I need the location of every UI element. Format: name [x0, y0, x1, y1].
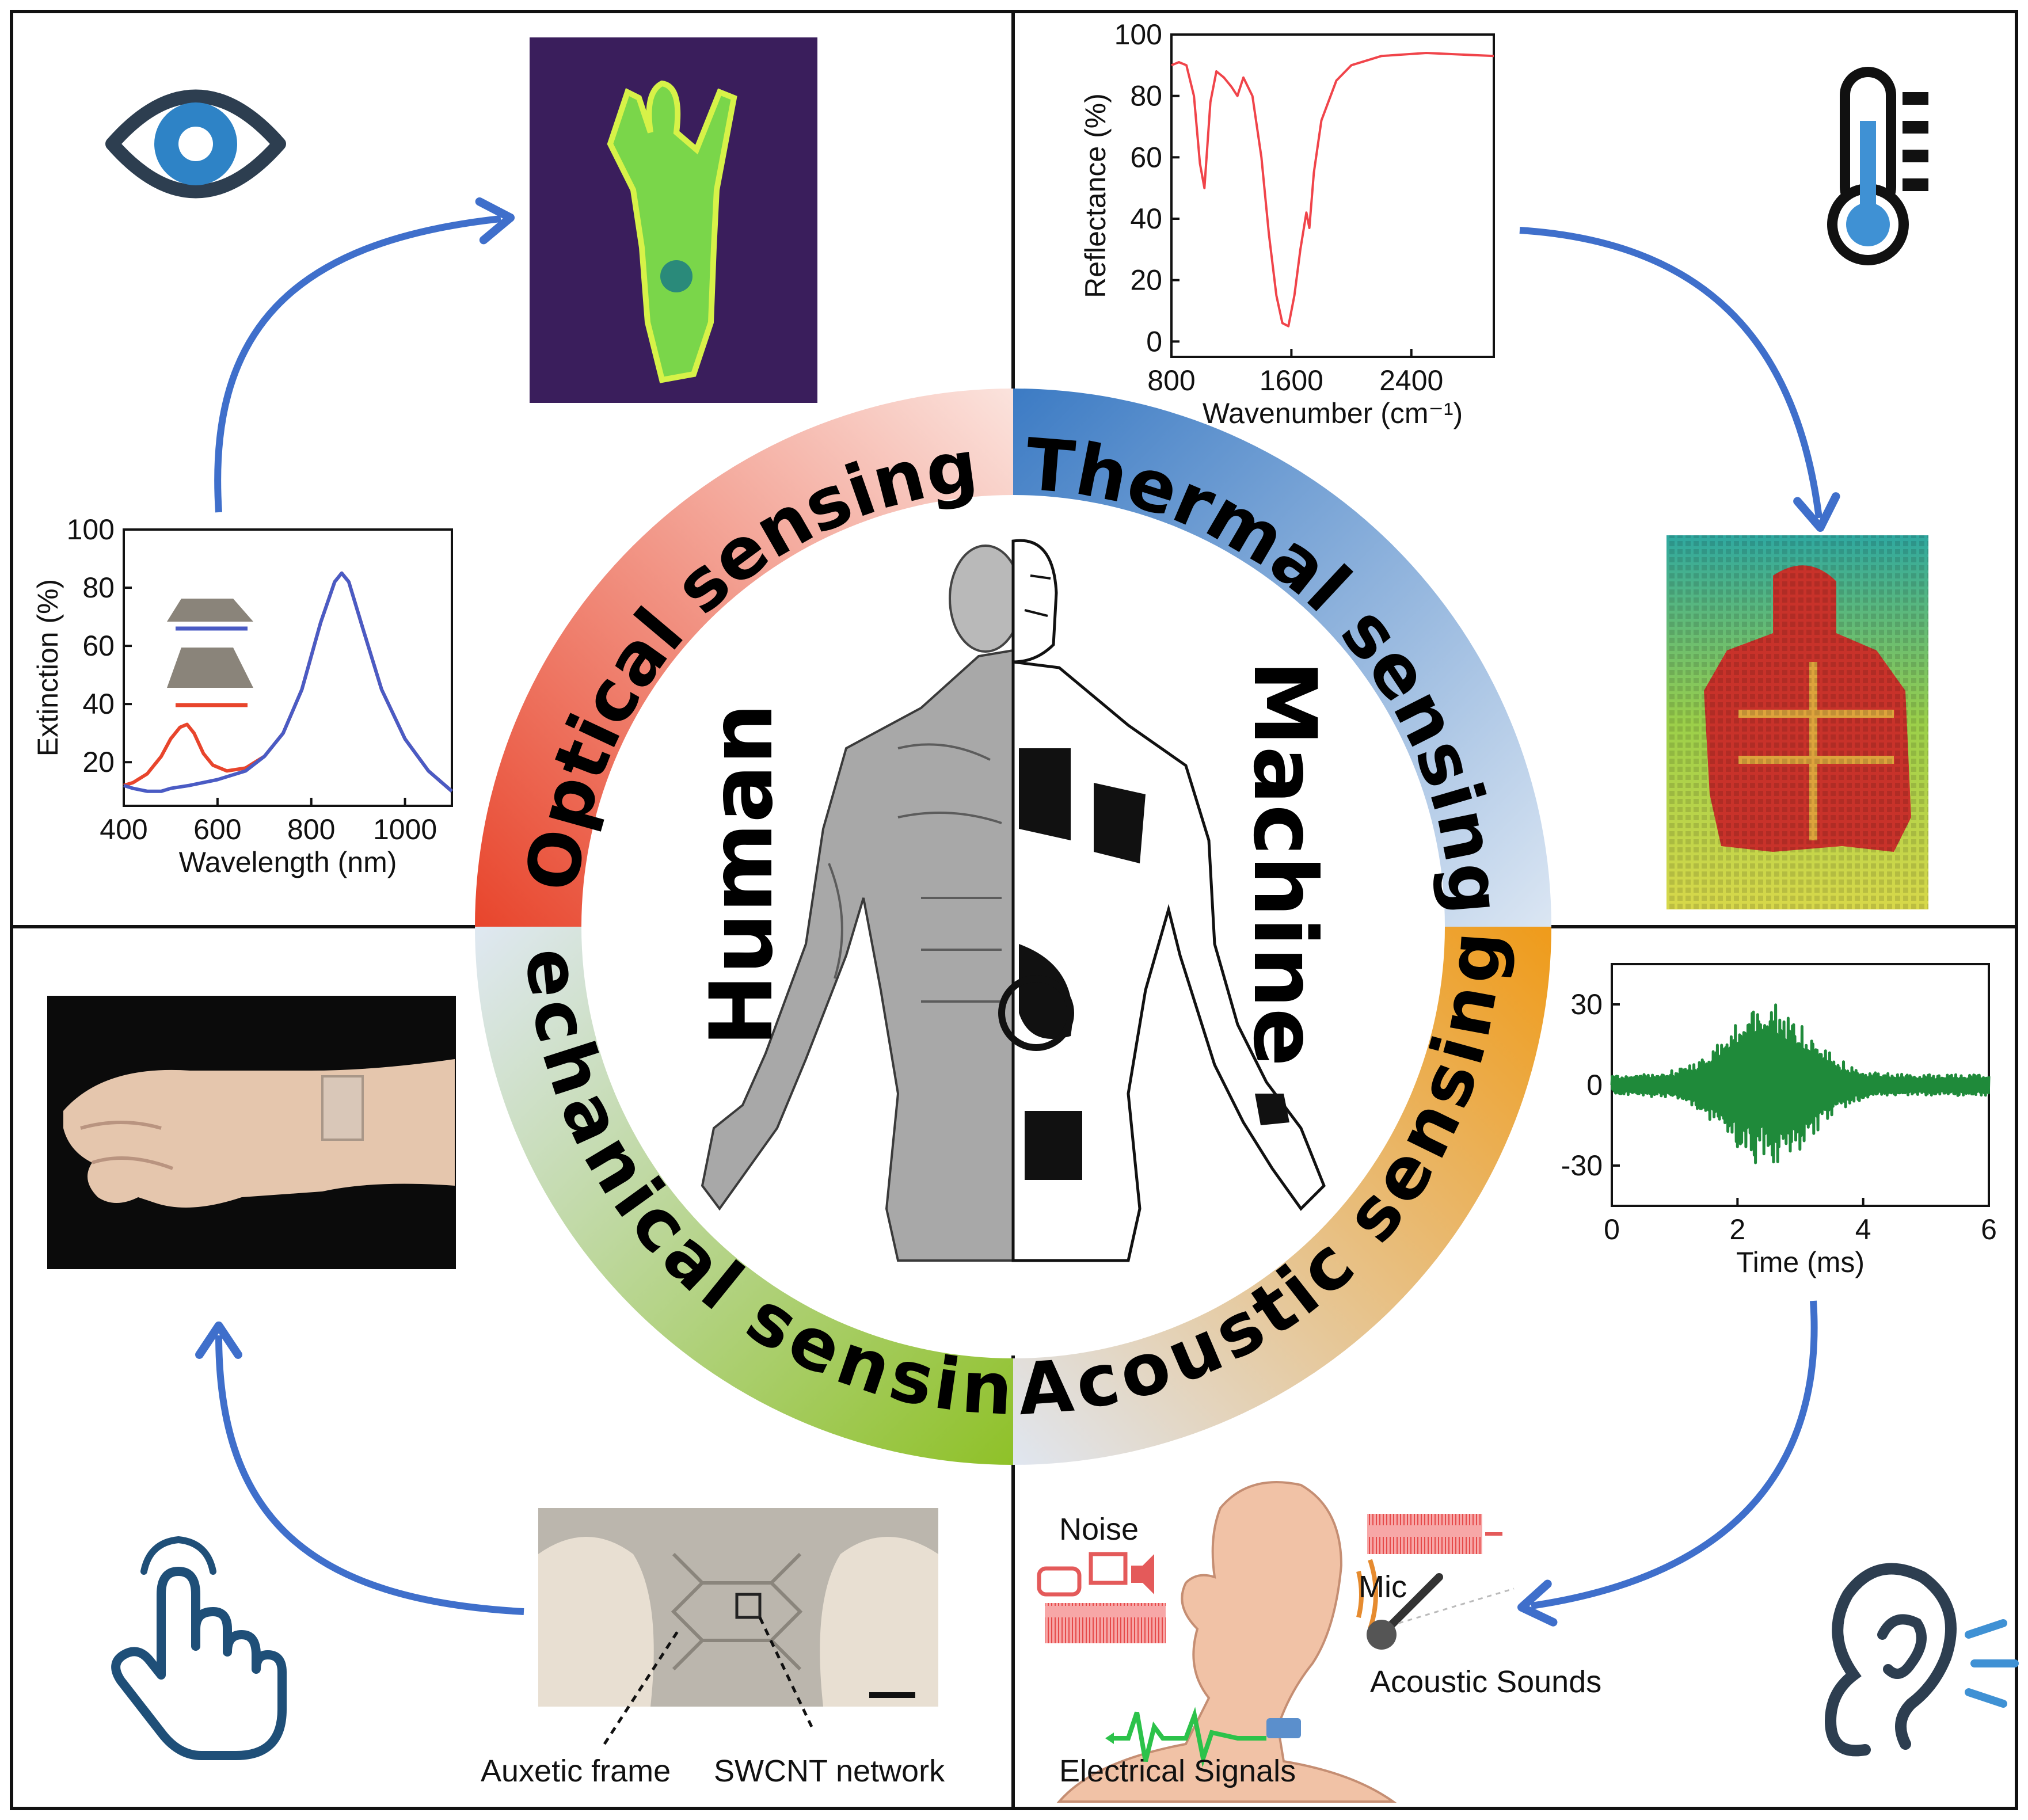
- arrow-mechanical: [195, 1321, 524, 1615]
- y-tick-label: 0: [1146, 325, 1162, 357]
- electrical-signal-waveform: [1111, 1707, 1266, 1768]
- annotation-arrow-auxetic: [603, 1628, 681, 1745]
- y-tick-label: 80: [1130, 80, 1162, 112]
- y-tick-label: 80: [82, 572, 115, 604]
- x-axis-label: Wavenumber (cm⁻¹): [1203, 397, 1463, 429]
- machine-half: [998, 539, 1326, 1262]
- ring-segment-acoustic: [1013, 927, 1551, 1465]
- y-tick-label: 60: [1130, 141, 1162, 173]
- x-axis-label: Time (ms): [1736, 1246, 1865, 1278]
- y-tick-label: 30: [1570, 988, 1603, 1021]
- x-tick-label: 6: [1981, 1213, 1997, 1246]
- y-tick-label: 20: [1130, 264, 1162, 296]
- human-machine-figure: Human Machine: [692, 539, 1334, 1262]
- mic-label: Mic: [1359, 1570, 1407, 1604]
- y-tick-label: 40: [1130, 203, 1162, 235]
- optical-image-human-silhouette: [530, 37, 817, 403]
- human-label: Human: [692, 703, 792, 1047]
- y-tick-label: 100: [1114, 18, 1162, 51]
- x-tick-label: 2400: [1379, 364, 1443, 397]
- human-half: [701, 545, 1022, 1262]
- x-tick-label: 4: [1855, 1213, 1871, 1246]
- neck-sensor: [1266, 1718, 1301, 1738]
- y-tick-label: -30: [1561, 1149, 1603, 1182]
- x-tick-label: 2: [1729, 1213, 1745, 1246]
- x-tick-label: 800: [287, 813, 335, 846]
- noise-label: Noise: [1059, 1512, 1139, 1547]
- arrow-optical: [214, 197, 515, 513]
- cone-inset-red: [167, 648, 253, 707]
- thermal-image-human-heatmap: [1666, 535, 1928, 909]
- arrow-acoustic: [1517, 1300, 1818, 1627]
- ring-segment-optical: [475, 389, 1013, 927]
- x-tick-label: 400: [100, 813, 147, 846]
- series-line-0: [1610, 1003, 1991, 1164]
- electrical-signals-label: Electrical Signals: [1059, 1754, 1296, 1788]
- x-tick-label: 1600: [1260, 364, 1323, 397]
- cone-inset-blue: [167, 599, 253, 631]
- noise-sources-icons: [1037, 1552, 1154, 1597]
- x-tick-label: 1000: [373, 813, 437, 846]
- ring-segment-thermal: [1013, 389, 1551, 927]
- mic-waveform: [1367, 1514, 1482, 1554]
- series-line-0: [1171, 52, 1494, 328]
- microphone-icon: [1367, 1573, 1443, 1650]
- eye-icon: [105, 89, 286, 199]
- y-tick-label: 40: [82, 688, 115, 720]
- arrow-thermal: [1519, 227, 1840, 532]
- x-tick-label: 600: [193, 813, 241, 846]
- swcnt-network-label: SWCNT network: [714, 1754, 945, 1788]
- acoustic-sounds-label: Acoustic Sounds: [1370, 1665, 1601, 1699]
- ring-segment-mechanical: [475, 927, 1013, 1465]
- plot-frame: [123, 528, 453, 807]
- y-axis-label: Extinction (%): [32, 579, 64, 756]
- noise-waveform: [1045, 1603, 1166, 1643]
- x-tick-label: 800: [1147, 364, 1195, 397]
- plot-frame: [1170, 33, 1495, 358]
- auxetic-sensor-photo: [538, 1508, 938, 1707]
- x-axis-label: Wavelength (nm): [179, 846, 397, 878]
- ear-icon: [1824, 1563, 2019, 1757]
- y-tick-label: 20: [82, 746, 115, 778]
- hand-pointer-icon: [111, 1536, 287, 1760]
- machine-label: Machine: [1234, 660, 1334, 1067]
- y-tick-label: 60: [82, 630, 115, 662]
- y-tick-label: 100: [67, 513, 115, 546]
- series-line-1: [123, 571, 453, 793]
- wrist-sensor-photo: [47, 996, 456, 1269]
- x-tick-label: 0: [1604, 1213, 1620, 1246]
- y-axis-label: Reflectance (%): [1079, 93, 1112, 298]
- auxetic-frame-label: Auxetic frame: [481, 1754, 671, 1788]
- acoustic-illustration: Noise Mic Acoustic Sounds Electrical Sig…: [1037, 1481, 1601, 1803]
- y-tick-label: 0: [1586, 1069, 1603, 1101]
- thermometer-icon: [1827, 67, 1928, 265]
